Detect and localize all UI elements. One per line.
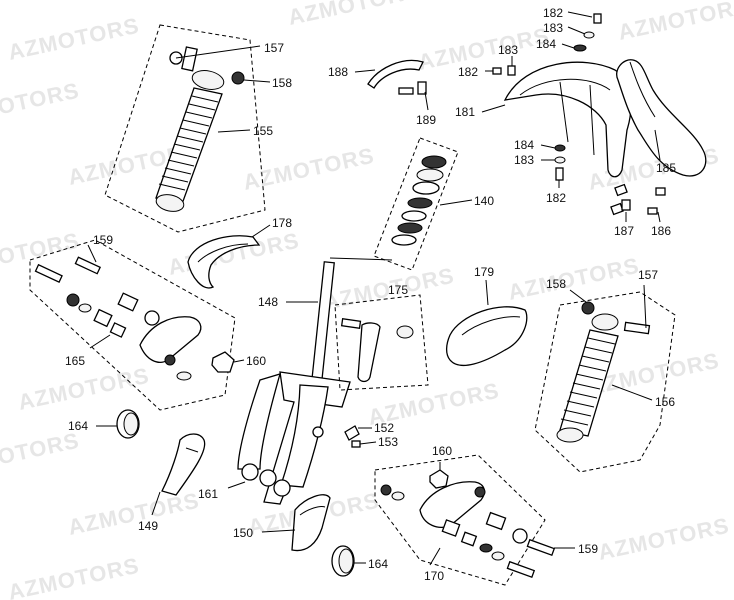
watermark: AZMOTORS <box>506 253 642 305</box>
callout-185: 185 <box>656 161 676 175</box>
callout-165: 165 <box>65 354 85 368</box>
bracket-150 <box>261 494 331 552</box>
watermark: AZMOTORS <box>6 553 142 600</box>
fender-clip <box>354 59 429 111</box>
callout-184: 184 <box>514 138 534 152</box>
callout-158: 158 <box>546 277 566 291</box>
callout-157: 157 <box>638 268 658 282</box>
callout-188: 188 <box>328 65 348 79</box>
watermark: AZMOTORS <box>0 78 82 130</box>
watermark: AZMOTORS <box>6 13 142 65</box>
callout-158: 158 <box>272 76 292 90</box>
fender-hardware-mid <box>540 144 566 188</box>
bracket-175 <box>334 294 429 391</box>
callout-186: 186 <box>651 224 671 238</box>
callout-153: 153 <box>378 435 398 449</box>
callout-187: 187 <box>614 224 634 238</box>
callout-183: 183 <box>543 21 563 35</box>
watermark: AZMOTORS <box>0 428 82 480</box>
watermark: AZMOTORS <box>596 513 732 565</box>
cap-164-right <box>331 545 366 577</box>
callout-184: 184 <box>536 37 556 51</box>
callout-159: 159 <box>93 233 113 247</box>
callout-152: 152 <box>374 421 394 435</box>
fender-hardware-top <box>485 11 602 76</box>
callout-175: 175 <box>388 283 408 297</box>
front-fender <box>481 61 632 178</box>
callout-182: 182 <box>458 65 478 79</box>
cover-178 <box>187 224 271 289</box>
cap-164-left <box>96 409 140 439</box>
callout-170: 170 <box>424 569 444 583</box>
callout-179: 179 <box>474 265 494 279</box>
callout-178: 178 <box>272 216 292 230</box>
cover-179 <box>445 279 528 367</box>
callout-159: 159 <box>578 542 598 556</box>
watermark: AZMOTORS <box>286 0 422 30</box>
callout-164: 164 <box>68 419 88 433</box>
callout-181: 181 <box>455 105 475 119</box>
callout-164: 164 <box>368 557 388 571</box>
callout-189: 189 <box>416 113 436 127</box>
callout-160: 160 <box>432 444 452 458</box>
watermark: AZMOTORS <box>416 23 552 75</box>
fork-assembly <box>227 257 393 505</box>
callout-160: 160 <box>246 354 266 368</box>
callout-149: 149 <box>138 519 158 533</box>
small-hardware-187-186 <box>610 183 666 223</box>
callout-183: 183 <box>514 153 534 167</box>
watermark: AZMOTORS <box>616 0 734 45</box>
nut-160-left <box>211 351 245 373</box>
fender-panel <box>616 59 707 177</box>
small-hardware-152-153 <box>344 425 377 448</box>
fork-bolt-group-right <box>374 454 575 586</box>
callout-156: 156 <box>655 395 675 409</box>
shock-absorber-left <box>104 24 271 233</box>
callout-182: 182 <box>543 6 563 20</box>
fork-bolt-group-left <box>29 239 236 411</box>
shock-absorber-right <box>534 284 676 473</box>
callout-140: 140 <box>474 194 494 208</box>
callout-157: 157 <box>264 41 284 55</box>
callout-183: 183 <box>498 43 518 57</box>
steering-bearing-set <box>373 137 473 271</box>
watermark: AZMOTORS <box>16 363 152 415</box>
bracket-149 <box>151 433 206 516</box>
callout-182: 182 <box>546 191 566 205</box>
callout-148: 148 <box>258 295 278 309</box>
callout-150: 150 <box>233 526 253 540</box>
callout-155: 155 <box>253 124 273 138</box>
callout-161: 161 <box>198 487 218 501</box>
watermark: AZMOTORS <box>66 488 202 540</box>
